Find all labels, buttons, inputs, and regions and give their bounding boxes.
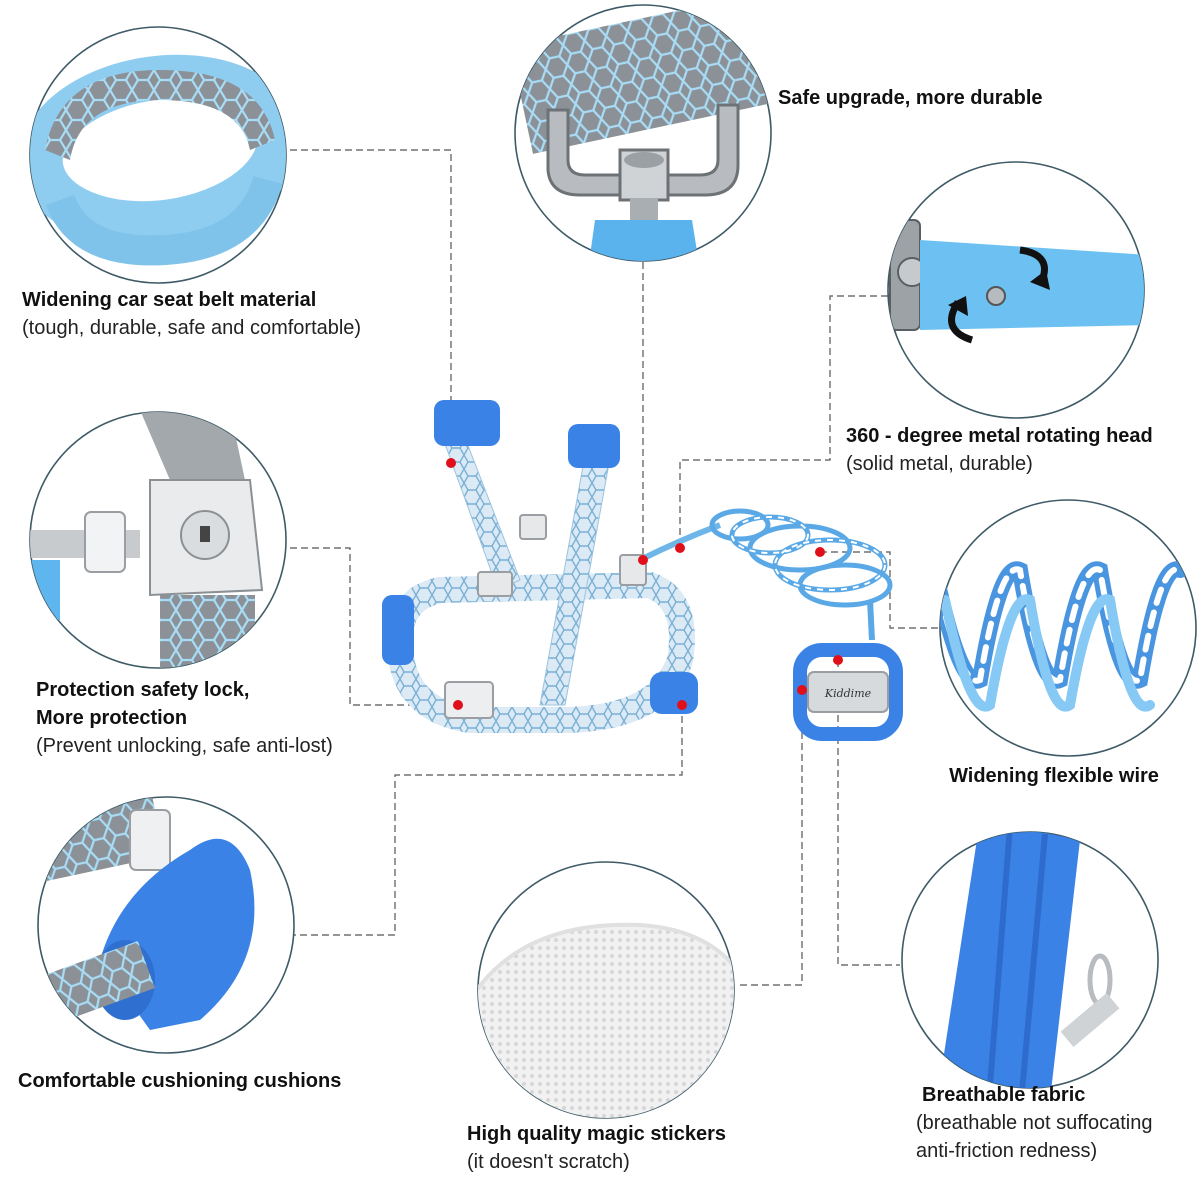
rotating-head-detail-circle (887, 161, 1145, 419)
caption-velcro-title: High quality magic stickers (467, 1123, 726, 1145)
caption-buckle: Safe upgrade, more durable (778, 84, 1043, 112)
caption-rotating-detail: (solid metal, durable) (846, 453, 1033, 475)
caption-velcro-detail: (it doesn't scratch) (467, 1151, 630, 1173)
wire-detail-circle (939, 499, 1197, 757)
caption-wire-title: Widening flexible wire (949, 765, 1159, 787)
cushion-detail-circle (37, 796, 295, 1054)
caption-velcro: High quality magic stickers (it doesn't … (467, 1120, 726, 1176)
caption-buckle-title: Safe upgrade, more durable (778, 87, 1043, 109)
fabric-detail-circle (901, 831, 1159, 1089)
caption-rotating: 360 - degree metal rotating head (solid … (846, 422, 1153, 478)
harness-product: Kiddime (382, 400, 903, 741)
wristband-brand: Kiddime (824, 687, 872, 700)
caption-lock-title: Protection safety lock, (36, 679, 250, 701)
caption-lock-detail: (Prevent unlocking, safe anti-lost) (36, 735, 333, 757)
caption-lock: Protection safety lock, More protection … (36, 676, 333, 760)
leader-lines (290, 149, 940, 986)
seatbelt-detail-circle (29, 26, 287, 284)
caption-fabric: Breathable fabric (breathable not suffoc… (916, 1081, 1152, 1165)
safety-lock-detail-circle (29, 411, 287, 669)
caption-fabric-title: Breathable fabric (922, 1084, 1086, 1106)
caption-seatbelt: Widening car seat belt material (tough, … (22, 286, 361, 342)
caption-seatbelt-detail: (tough, durable, safe and comfortable) (22, 317, 362, 339)
caption-wire: Widening flexible wire (908, 762, 1200, 790)
caption-seatbelt-title: Widening car seat belt material (22, 289, 317, 311)
caption-cushion: Comfortable cushioning cushions (18, 1067, 341, 1095)
buckle-detail-circle (514, 4, 772, 262)
caption-fabric-detail-1: (breathable not suffocating (916, 1112, 1153, 1134)
caption-fabric-detail-2: anti-friction redness) (916, 1140, 1098, 1162)
marker-dots (446, 458, 843, 710)
caption-rotating-title: 360 - degree metal rotating head (846, 425, 1153, 447)
velcro-detail-circle (477, 861, 735, 1119)
caption-cushion-title: Comfortable cushioning cushions (18, 1070, 342, 1092)
caption-lock-title-2: More protection (36, 707, 188, 729)
